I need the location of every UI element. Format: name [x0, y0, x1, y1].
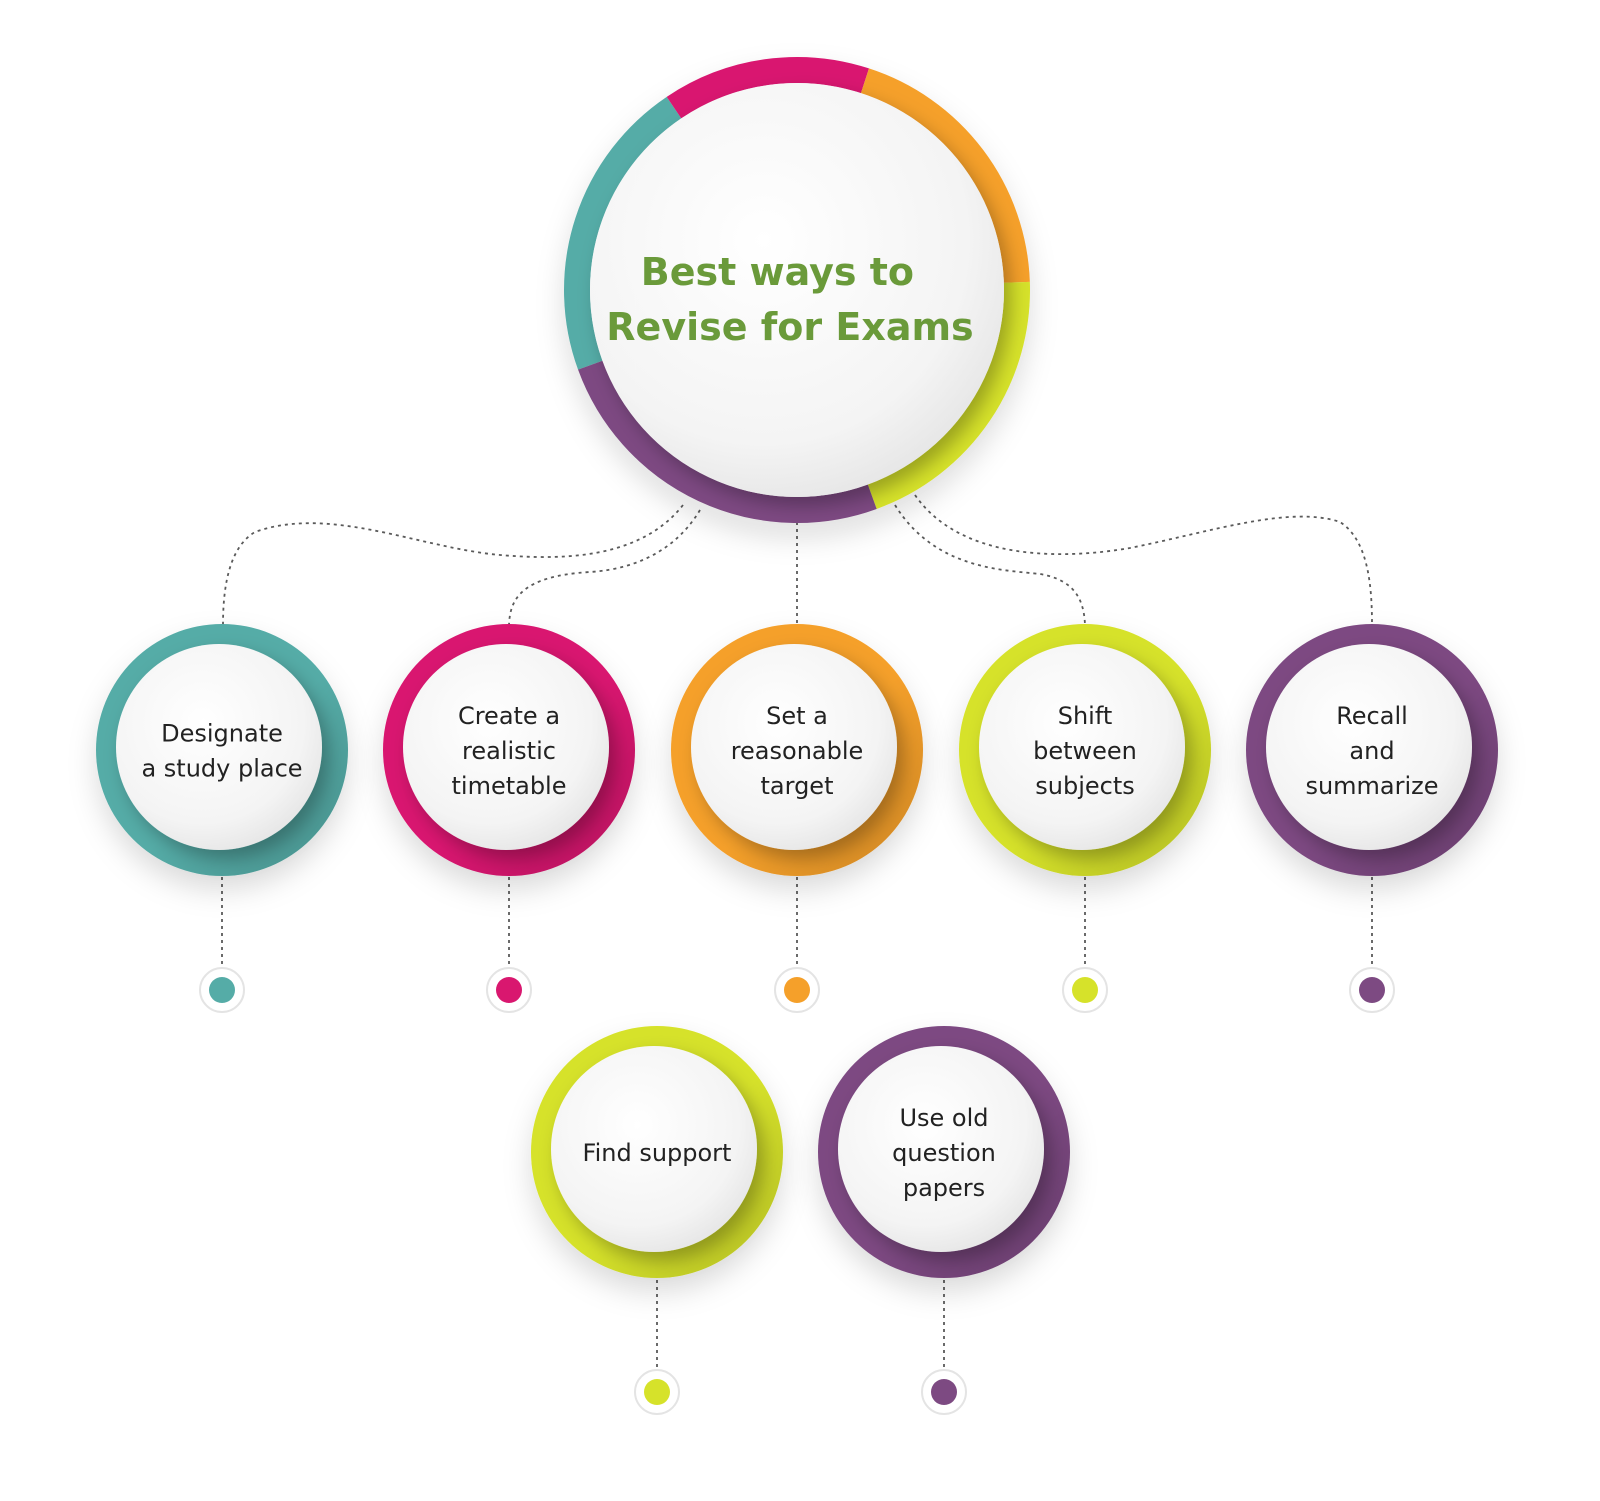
center-ring-segment-lime	[867, 281, 1030, 509]
node-label-line: Shift	[1058, 702, 1113, 730]
node-label: Designate a study place	[141, 720, 302, 783]
connector-center-to-timetable	[508, 509, 701, 626]
endpoint-dot-fill	[1359, 977, 1385, 1003]
node-recall-and-summarize: Recall and summarize	[1246, 624, 1498, 876]
node-inner-disc	[116, 644, 322, 850]
endpoint-dot-fill	[931, 1379, 957, 1405]
endpoint-dot-fill	[209, 977, 235, 1003]
endpoint-dot-create-realistic-timetable	[486, 967, 532, 1013]
node-label-line: realistic	[462, 737, 556, 765]
node-inner-disc	[551, 1046, 757, 1252]
tip-nodes: Designate a study place Create a realistic t…	[96, 624, 1498, 1278]
endpoint-dot-use-old-question-papers	[921, 1369, 967, 1415]
node-set-reasonable-target: Set a reasonable target	[671, 624, 923, 876]
node-label: Create a realistic timetable	[451, 702, 566, 800]
center-ring-segment-magenta	[666, 57, 869, 119]
endpoint-dot-fill	[496, 977, 522, 1003]
node-label-line: Use old	[899, 1104, 988, 1132]
endpoint-dot-shift-between-subjects	[1062, 967, 1108, 1013]
endpoint-dot-recall-and-summarize	[1349, 967, 1395, 1013]
node-label-line: question	[892, 1139, 996, 1167]
node-inner-disc	[403, 644, 609, 850]
node-find-support: Find support	[531, 1026, 783, 1278]
connector-center-to-designate	[222, 504, 684, 626]
node-shift-between-subjects: Shift between subjects	[959, 624, 1211, 876]
center-ring	[564, 57, 1030, 523]
node-label-line: summarize	[1305, 772, 1438, 800]
node-label-line: Set a	[766, 702, 828, 730]
node-label: Shift between subjects	[1033, 702, 1137, 800]
connector-center-to-recall	[914, 494, 1373, 626]
connectors	[221, 494, 1373, 1370]
node-inner-disc	[838, 1046, 1044, 1252]
endpoint-dot-fill	[1072, 977, 1098, 1003]
node-label-line: subjects	[1035, 772, 1135, 800]
node-label-line: reasonable	[731, 737, 864, 765]
endpoint-dot-designate-study-place	[199, 967, 245, 1013]
node-inner-disc	[1266, 644, 1472, 850]
main-title-line-2: Revise for Exams	[606, 305, 973, 349]
node-create-realistic-timetable: Create a realistic timetable	[383, 624, 635, 876]
center-ring-segment-orange	[860, 68, 1030, 283]
node-inner-disc	[979, 644, 1185, 850]
node-label-line: papers	[903, 1174, 985, 1202]
node-label-line: Create a	[458, 702, 560, 730]
endpoint-dot-find-support	[634, 1369, 680, 1415]
endpoint-dot-fill	[644, 1379, 670, 1405]
endpoint-dots	[199, 967, 1395, 1415]
node-use-old-question-papers: Use old question papers	[818, 1026, 1070, 1278]
node-label-line: target	[761, 772, 834, 800]
node-label-line: Find support	[583, 1139, 732, 1167]
node-label-line: a study place	[141, 755, 302, 783]
main-title-line-1: Best ways to	[641, 250, 914, 294]
node-designate-study-place: Designate a study place	[96, 624, 348, 876]
main-title: Best ways to Revise for Exams	[606, 250, 973, 349]
node-inner-disc	[691, 644, 897, 850]
node-label-line: and	[1349, 737, 1394, 765]
center-circle: Best ways to Revise for Exams	[564, 57, 1030, 523]
connector-center-to-shift	[894, 504, 1086, 626]
endpoint-dot-set-reasonable-target	[774, 967, 820, 1013]
endpoint-dot-fill	[784, 977, 810, 1003]
center-inner-disc	[590, 83, 1004, 497]
node-label-line: between	[1033, 737, 1137, 765]
node-label: Use old question papers	[892, 1104, 996, 1202]
node-label: Set a reasonable target	[731, 702, 864, 800]
node-label: Recall and summarize	[1305, 702, 1438, 800]
center-ring-segment-teal	[564, 96, 682, 370]
node-label-line: Designate	[161, 720, 283, 748]
node-label: Find support	[583, 1139, 732, 1167]
node-label-line: Recall	[1336, 702, 1408, 730]
node-label-line: timetable	[451, 772, 566, 800]
center-ring-segment-purple	[578, 360, 877, 523]
